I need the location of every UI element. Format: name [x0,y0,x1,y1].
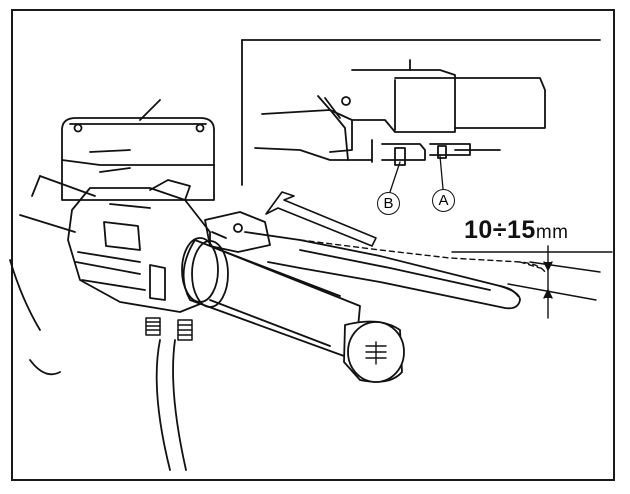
dimension-unit: mm [535,222,569,243]
cable [155,339,187,471]
lever-dashed-position [299,239,546,273]
mirror-mount [139,99,161,121]
switch-housing [67,179,211,313]
dimension-line [451,245,613,319]
handlebar [9,175,96,376]
free-play-dimension-label: 10÷15mm [464,216,569,245]
handgrip [181,237,361,361]
bar-end-weight [343,320,405,383]
master-cylinder-reservoir [61,117,215,201]
callout-b: B [377,192,400,215]
illustration-frame [11,9,615,481]
dimension-value: 10÷15 [464,216,536,244]
lever-pivot-detail [254,59,546,166]
callout-a: A [432,189,455,212]
housing-screws [145,317,193,341]
lever-bracket [204,211,271,253]
detail-inset-outline [241,39,601,186]
direction-arrow [265,191,377,247]
clutch-lever [244,231,521,310]
callout-leaders [389,155,444,193]
